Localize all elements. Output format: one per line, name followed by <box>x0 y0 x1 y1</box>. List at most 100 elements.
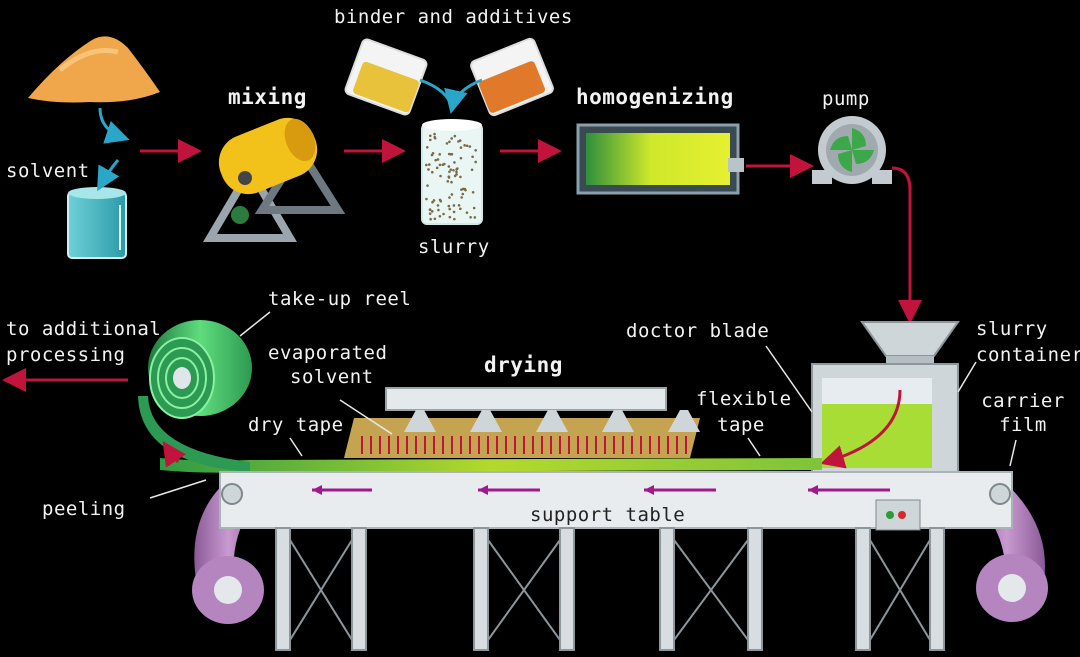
ball-mill-mixer-icon <box>203 117 346 242</box>
slurry-particle <box>429 217 432 221</box>
dryer-nozzle <box>536 410 568 432</box>
slurry-particle <box>452 210 456 214</box>
slurry-particle <box>429 138 432 142</box>
slurry-particle <box>474 160 477 164</box>
label-carrier-film: film <box>999 414 1047 436</box>
slurry-particle <box>438 214 442 218</box>
label-flexible-tape: tape <box>717 414 765 436</box>
binder-beaker-left-icon <box>344 38 428 116</box>
slurry-particle <box>446 180 450 183</box>
slurry-particle <box>461 192 465 196</box>
label-evaporated-solvent: solvent <box>290 366 374 388</box>
slurry-particle <box>442 212 445 216</box>
table-brace <box>289 539 353 641</box>
table-brace <box>869 539 931 641</box>
slurry-particle <box>459 207 462 211</box>
slurry-particle <box>438 163 442 167</box>
table-flow-arrowhead <box>312 485 322 495</box>
slurry-particle <box>449 168 453 171</box>
slurry-particle <box>428 163 431 166</box>
table-leg <box>855 527 871 651</box>
dryer-nozzle <box>602 410 634 432</box>
dryer-nozzle <box>404 410 436 432</box>
table-flow-arrowhead <box>478 485 488 495</box>
slurry-particle <box>433 217 437 221</box>
slurry-particle <box>428 208 432 212</box>
label-slurry: slurry <box>418 236 490 258</box>
slurry-particle <box>433 132 436 136</box>
slurry-particle <box>425 197 428 201</box>
slurry-particle <box>470 168 474 172</box>
slurry-particle <box>450 137 453 140</box>
slurry-container-icon <box>811 321 960 473</box>
table-leg <box>929 527 945 651</box>
slurry-particle <box>468 145 472 148</box>
table-brace <box>487 539 561 641</box>
slurry-particle <box>445 142 449 145</box>
label-to-additional: to additional <box>6 318 162 340</box>
slurry-particle <box>448 207 452 211</box>
slurry-particle <box>439 174 442 178</box>
slurry-beaker-icon <box>421 119 483 225</box>
table-leg <box>747 527 763 651</box>
slurry-particle <box>433 135 437 139</box>
slurry-particle <box>463 144 466 147</box>
slurry-particle <box>430 210 434 213</box>
slurry-particle <box>436 158 440 161</box>
dryer-nozzle <box>470 410 502 432</box>
slurry-particle <box>447 175 451 178</box>
table-flow-arrowhead <box>644 485 654 495</box>
slurry-particle <box>448 196 451 199</box>
label-leader-lines <box>149 311 1017 499</box>
slurry-particle <box>448 215 452 219</box>
slurry-particle <box>459 156 463 160</box>
slurry-particle <box>472 206 476 210</box>
slurry-particle <box>427 168 430 171</box>
slurry-particle <box>432 199 436 202</box>
slurry-particle <box>447 204 451 208</box>
slurry-particle <box>436 204 440 207</box>
slurry-particle <box>465 144 469 148</box>
slurry-particle <box>459 146 463 149</box>
table-leg <box>559 527 575 651</box>
slurry-particle <box>453 134 457 138</box>
slurry-particle <box>457 204 461 207</box>
slurry-particle <box>435 166 439 170</box>
slurry-particle <box>448 140 451 144</box>
additive-beaker-right-icon <box>470 37 554 117</box>
slurry-particle <box>455 170 458 174</box>
table-leg <box>351 527 367 651</box>
slurry-particle <box>460 196 463 199</box>
slurry-particle <box>474 148 477 152</box>
slurry-particle <box>471 191 475 194</box>
label-doctor-blade: doctor blade <box>626 320 770 342</box>
slurry-particle <box>430 170 434 174</box>
dryer-nozzle <box>668 410 700 432</box>
slurry-particle <box>473 216 477 219</box>
slurry-particle <box>428 134 432 138</box>
slurry-particle <box>425 163 428 167</box>
slurry-particle <box>434 158 437 162</box>
slurry-particle <box>453 161 456 164</box>
slurry-particle <box>465 211 469 214</box>
slurry-particle <box>452 204 456 207</box>
table-leg <box>473 527 489 651</box>
label-drying: drying <box>484 353 563 377</box>
slurry-particle <box>457 140 460 143</box>
slurry-particle <box>441 163 445 167</box>
slurry-particle <box>428 212 432 215</box>
label-mixing: mixing <box>228 85 307 109</box>
label-solvent: solvent <box>6 160 90 182</box>
slurry-particle <box>456 167 459 170</box>
label-processing: processing <box>6 344 126 366</box>
table-flow-arrowhead <box>808 485 818 495</box>
slurry-particle <box>425 145 429 149</box>
slurry-particle <box>426 184 429 187</box>
drying-hood-icon <box>344 387 700 458</box>
slurry-particle <box>471 155 474 159</box>
slurry-particle <box>452 168 455 172</box>
slurry-particle <box>453 217 456 221</box>
cast-tape <box>160 458 822 473</box>
slurry-particle <box>438 153 442 156</box>
slurry-particle <box>437 208 440 212</box>
